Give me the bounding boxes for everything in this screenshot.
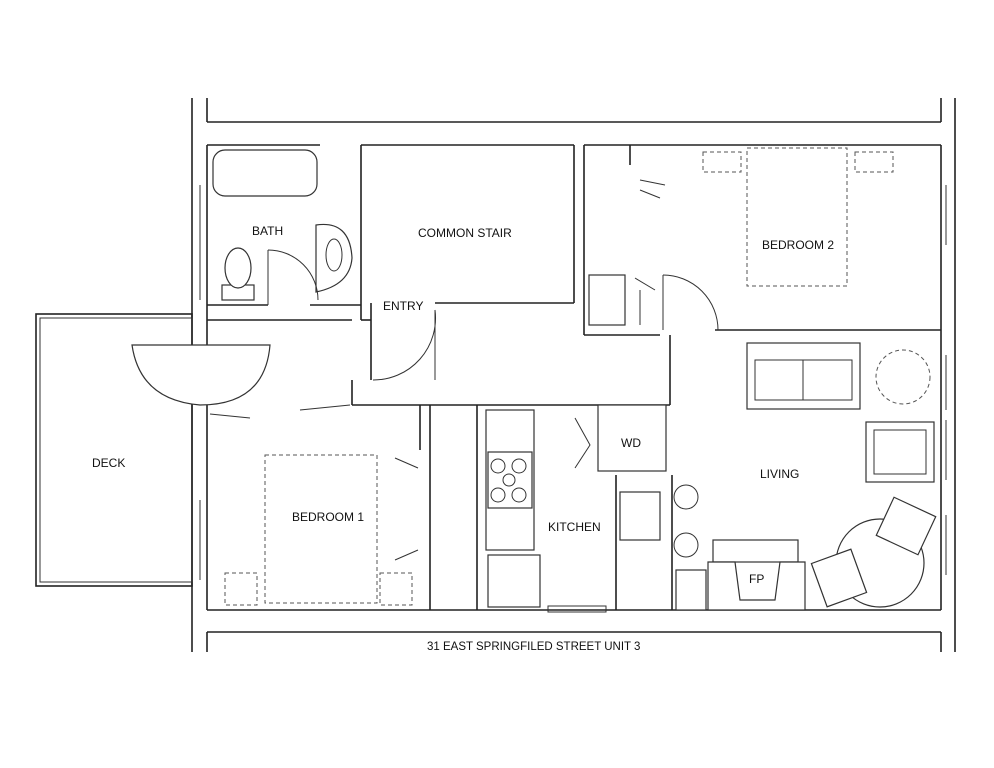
round-table-icon: [875, 349, 931, 405]
bed-icon: [264, 454, 378, 604]
label-wd: WD: [621, 436, 641, 450]
chair-icon: [875, 496, 937, 556]
bed-icon: [746, 147, 848, 287]
nightstand-icon: [379, 572, 413, 606]
label-common-stair: COMMON STAIR: [418, 226, 512, 240]
label-bath: BATH: [252, 224, 283, 238]
stool-icon: [673, 532, 699, 558]
nightstand-icon: [702, 151, 742, 173]
living-area: [669, 335, 937, 611]
nightstand-icon: [854, 151, 894, 173]
top-band: [206, 98, 942, 123]
address-caption: 31 EAST SPRINGFILED STREET UNIT 3: [427, 641, 640, 653]
kitchen-sink-icon: [619, 491, 661, 541]
label-deck: DECK: [92, 456, 125, 470]
nightstand-icon: [224, 572, 258, 606]
bath-door-swing-icon: [267, 249, 319, 301]
toilet-icon: [224, 247, 252, 289]
hall-door-swing-icon: [131, 344, 271, 406]
stool-icon: [673, 484, 699, 510]
label-entry: ENTRY: [383, 299, 423, 313]
bottom-band: [206, 631, 942, 652]
common-stair-area: [361, 145, 575, 381]
label-living: LIVING: [760, 467, 799, 481]
label-fp: FP: [749, 572, 764, 586]
bedroom2-area: [583, 145, 941, 336]
kitchen-area: [476, 405, 699, 613]
closet-icon: [588, 274, 626, 326]
entry-door-swing-icon: [372, 309, 436, 381]
bedroom2-door-swing-icon: [662, 274, 719, 331]
fireplace-icon: [707, 539, 806, 611]
bathtub-icon: [212, 149, 318, 197]
armchair-icon: [865, 421, 935, 483]
label-kitchen: KITCHEN: [548, 520, 601, 534]
stove-icon: [487, 451, 533, 509]
label-bedroom-1: BEDROOM 1: [292, 510, 364, 524]
bedroom1-area: [224, 405, 431, 610]
sink-icon: [315, 223, 353, 293]
bath-area: [207, 145, 362, 320]
label-bedroom-2: BEDROOM 2: [762, 238, 834, 252]
deck: [35, 313, 193, 587]
room-labels: BATH COMMON STAIR BEDROOM 2 ENTRY DECK W…: [92, 224, 834, 586]
wd-closet: [574, 404, 667, 472]
chair-icon: [810, 548, 868, 608]
fridge-icon: [487, 554, 541, 608]
hall-area: [131, 319, 670, 419]
